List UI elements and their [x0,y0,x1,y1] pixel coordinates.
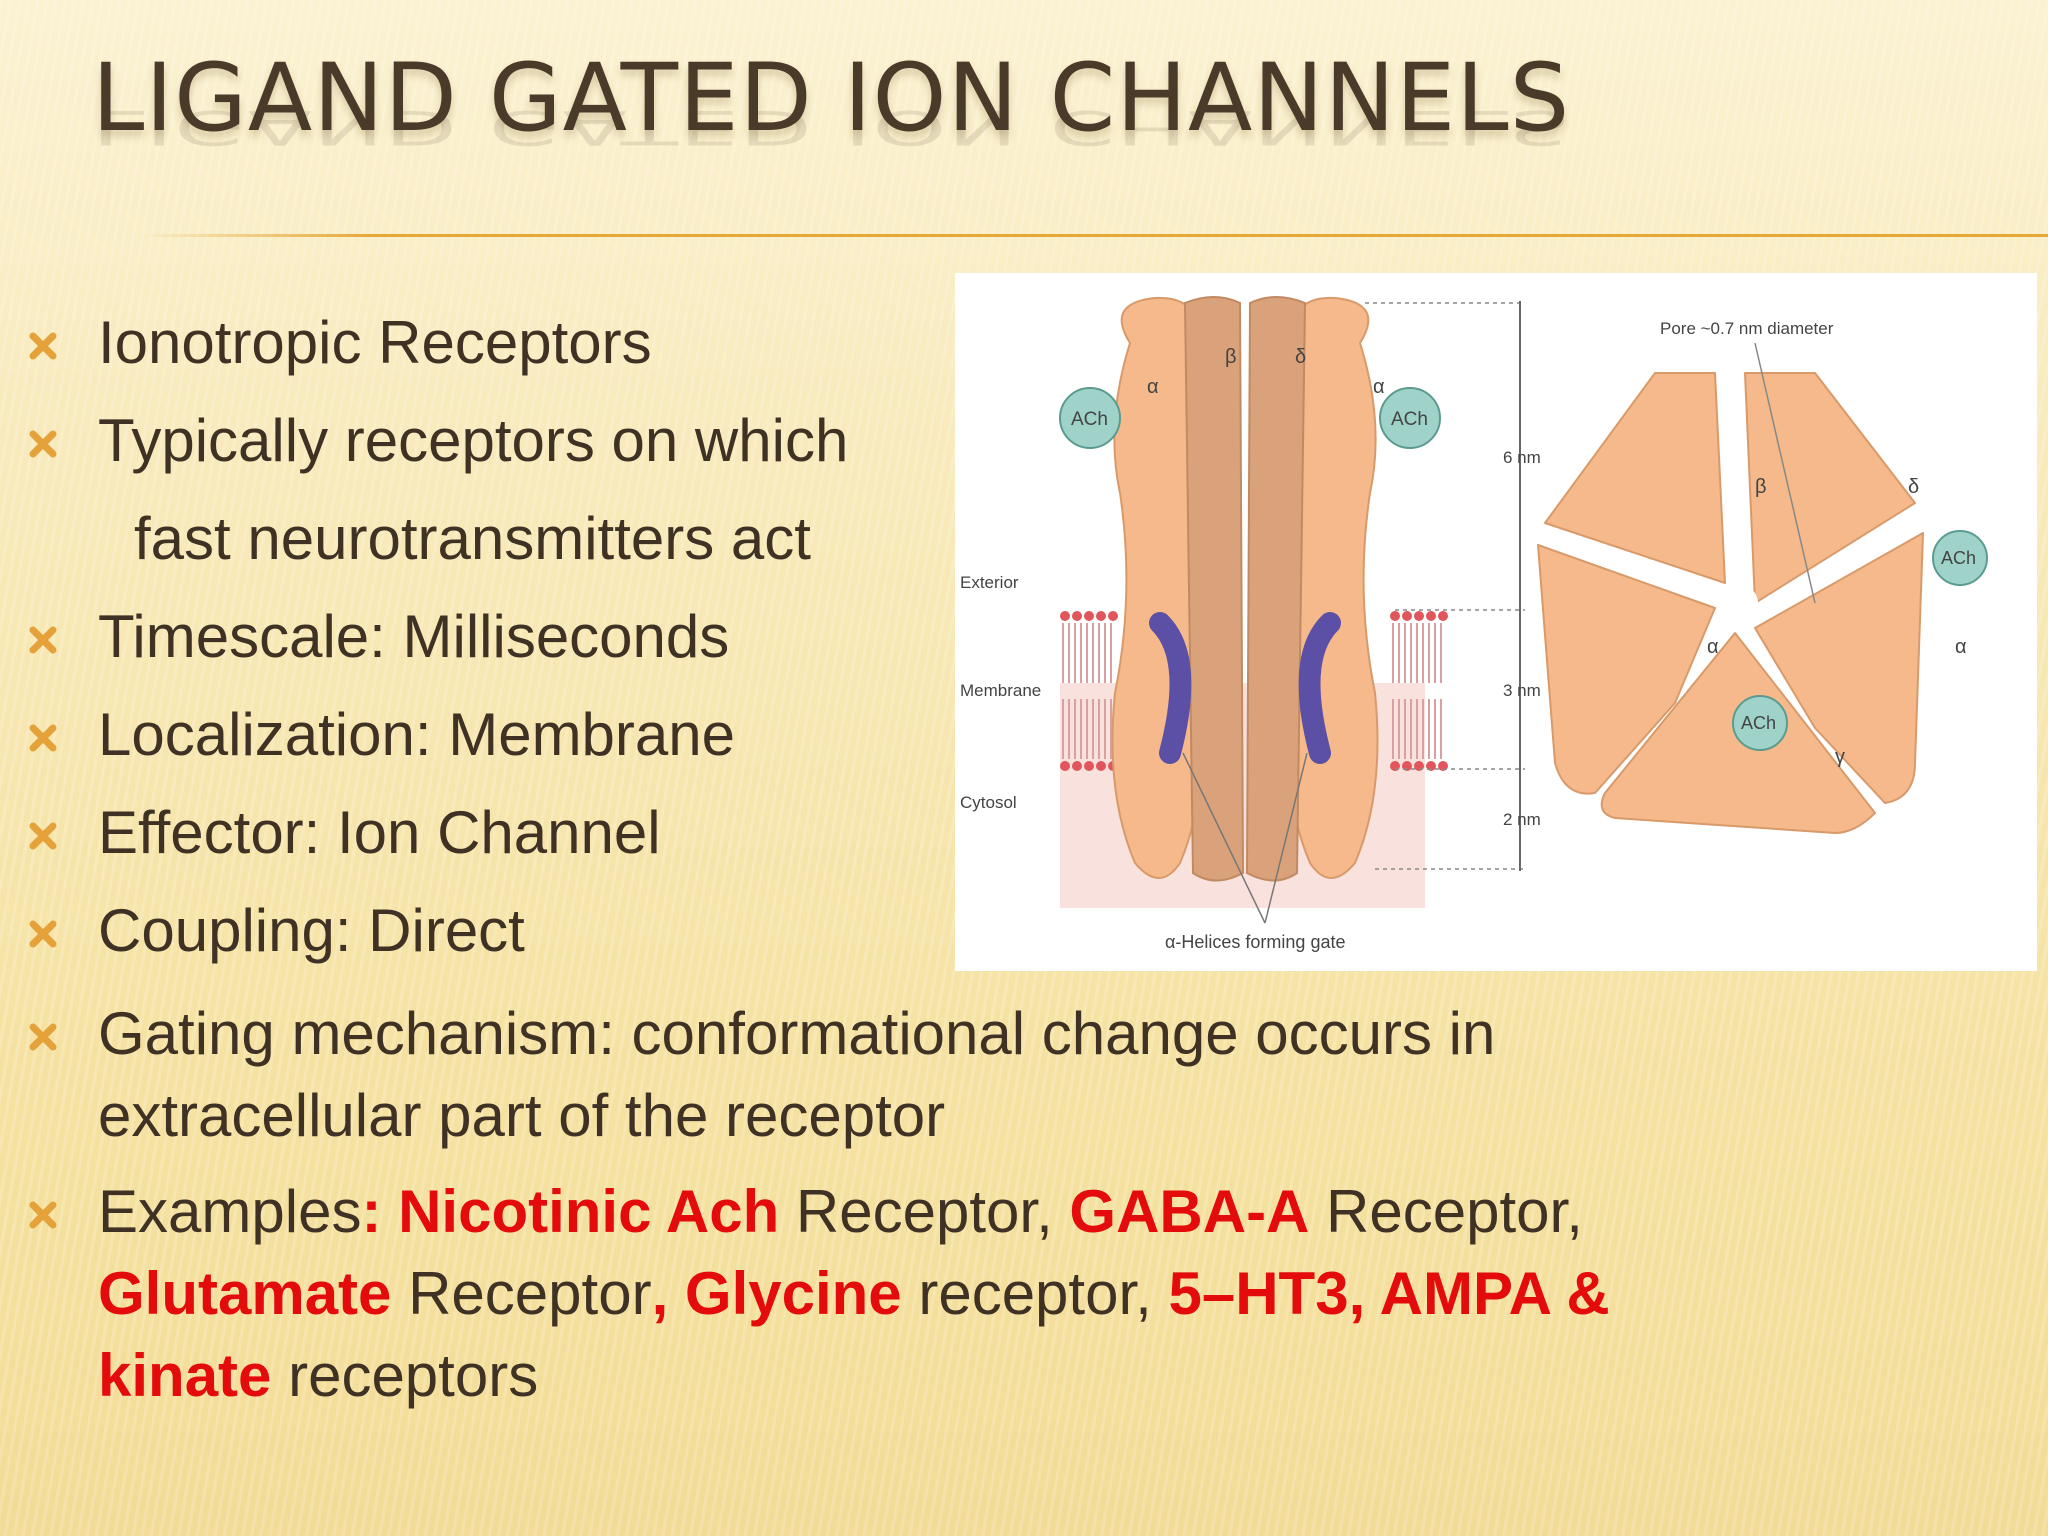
subunit-label: δ [1295,346,1306,368]
example-highlight: , Glycine [651,1260,902,1327]
ach-binding-site [1732,695,1788,751]
membrane-label: Membrane [960,681,1041,700]
x-mark-icon [29,724,57,752]
subunit-label: α [1707,636,1719,658]
receptor-top-view [1537,372,1924,834]
ach-label: ACh [1741,713,1776,733]
receptor-diagram: ACh ACh α β δ α Exterior Membrane Cytoso… [955,273,2037,971]
subunit-label: β [1755,476,1767,498]
bullet-text: Localization: Membrane [98,701,736,768]
ach-label: ACh [1941,548,1976,568]
examples-text: Receptor [391,1260,652,1327]
x-mark-icon [29,626,57,654]
example-highlight: Glutamate [98,1260,392,1327]
example-highlight: : Nicotinic Ach [361,1178,780,1245]
x-mark-icon [29,430,57,458]
membrane-bilayer-left [1060,611,1118,771]
gate-pointer [1182,752,1266,924]
x-mark-icon [29,1201,57,1229]
dimension-label: 3 nm [1503,681,1541,700]
bullet-text: Ionotropic Receptors [98,309,652,376]
subunit-label: α [1373,376,1385,398]
examples-line-1: Examples: Nicotinic Ach Receptor, GABA-A… [98,1182,1583,1242]
x-mark-icon [29,332,57,360]
examples-text: Receptor, [1309,1178,1583,1245]
bullet-text: Timescale: Milliseconds [98,603,730,670]
x-mark-icon [29,920,57,948]
examples-text: receptor, [901,1260,1169,1327]
x-mark-icon [29,822,57,850]
alpha-helix-left [1149,612,1192,764]
subunit-label: β [1225,346,1237,368]
examples-line-2: Glutamate Receptor, Glycine receptor, 5–… [98,1264,1610,1324]
ach-label: ACh [1071,409,1108,430]
examples-text: receptors [271,1342,539,1409]
slide-title: LIGAND GATED ION CHANNELS [92,44,1571,153]
gate-pointer [1264,752,1308,924]
examples-line-3: kinate receptors [98,1346,538,1406]
dimension-guides [1365,302,1525,870]
subunit-label: α [1955,636,1967,658]
nicotinic-receptor-illustration: ACh ACh α β δ α Exterior Membrane Cytoso… [960,296,1988,952]
subunit-label: α [1147,376,1159,398]
bullet-text: Effector: Ion Channel [98,799,661,866]
exterior-label: Exterior [960,573,1019,592]
dimension-label: 6 nm [1503,448,1541,467]
examples-text: Examples [98,1178,362,1245]
ach-binding-site [1932,530,1988,586]
alpha-helix-right [1298,612,1341,764]
example-highlight: 5–HT3, AMPA & [1168,1260,1610,1327]
title-divider [140,234,2048,237]
example-highlight: GABA-A [1069,1178,1310,1245]
cytosol-label: Cytosol [960,793,1017,812]
example-highlight: kinate [98,1342,272,1409]
pore-caption: Pore ~0.7 nm diameter [1660,319,1834,338]
subunit-label: δ [1908,476,1919,498]
subunit-label: γ [1835,746,1845,768]
bullet-text: Typically receptors on which [98,407,849,474]
bullet-text: extracellular part of the receptor [98,1082,946,1149]
ach-binding-site [1059,387,1121,449]
bullet-text: Gating mechanism: conformational change … [98,1000,1496,1067]
pore-pointer [1754,342,1816,604]
gate-caption: α-Helices forming gate [1165,932,1345,952]
examples-text: Receptor, [779,1178,1070,1245]
bullet-text: Coupling: Direct [98,897,525,964]
x-mark-icon [29,1023,57,1051]
ach-binding-site [1379,387,1441,449]
dimension-label: 2 nm [1503,810,1541,829]
ach-label: ACh [1391,409,1428,430]
bullet-text: fast neurotransmitters act [134,505,811,572]
